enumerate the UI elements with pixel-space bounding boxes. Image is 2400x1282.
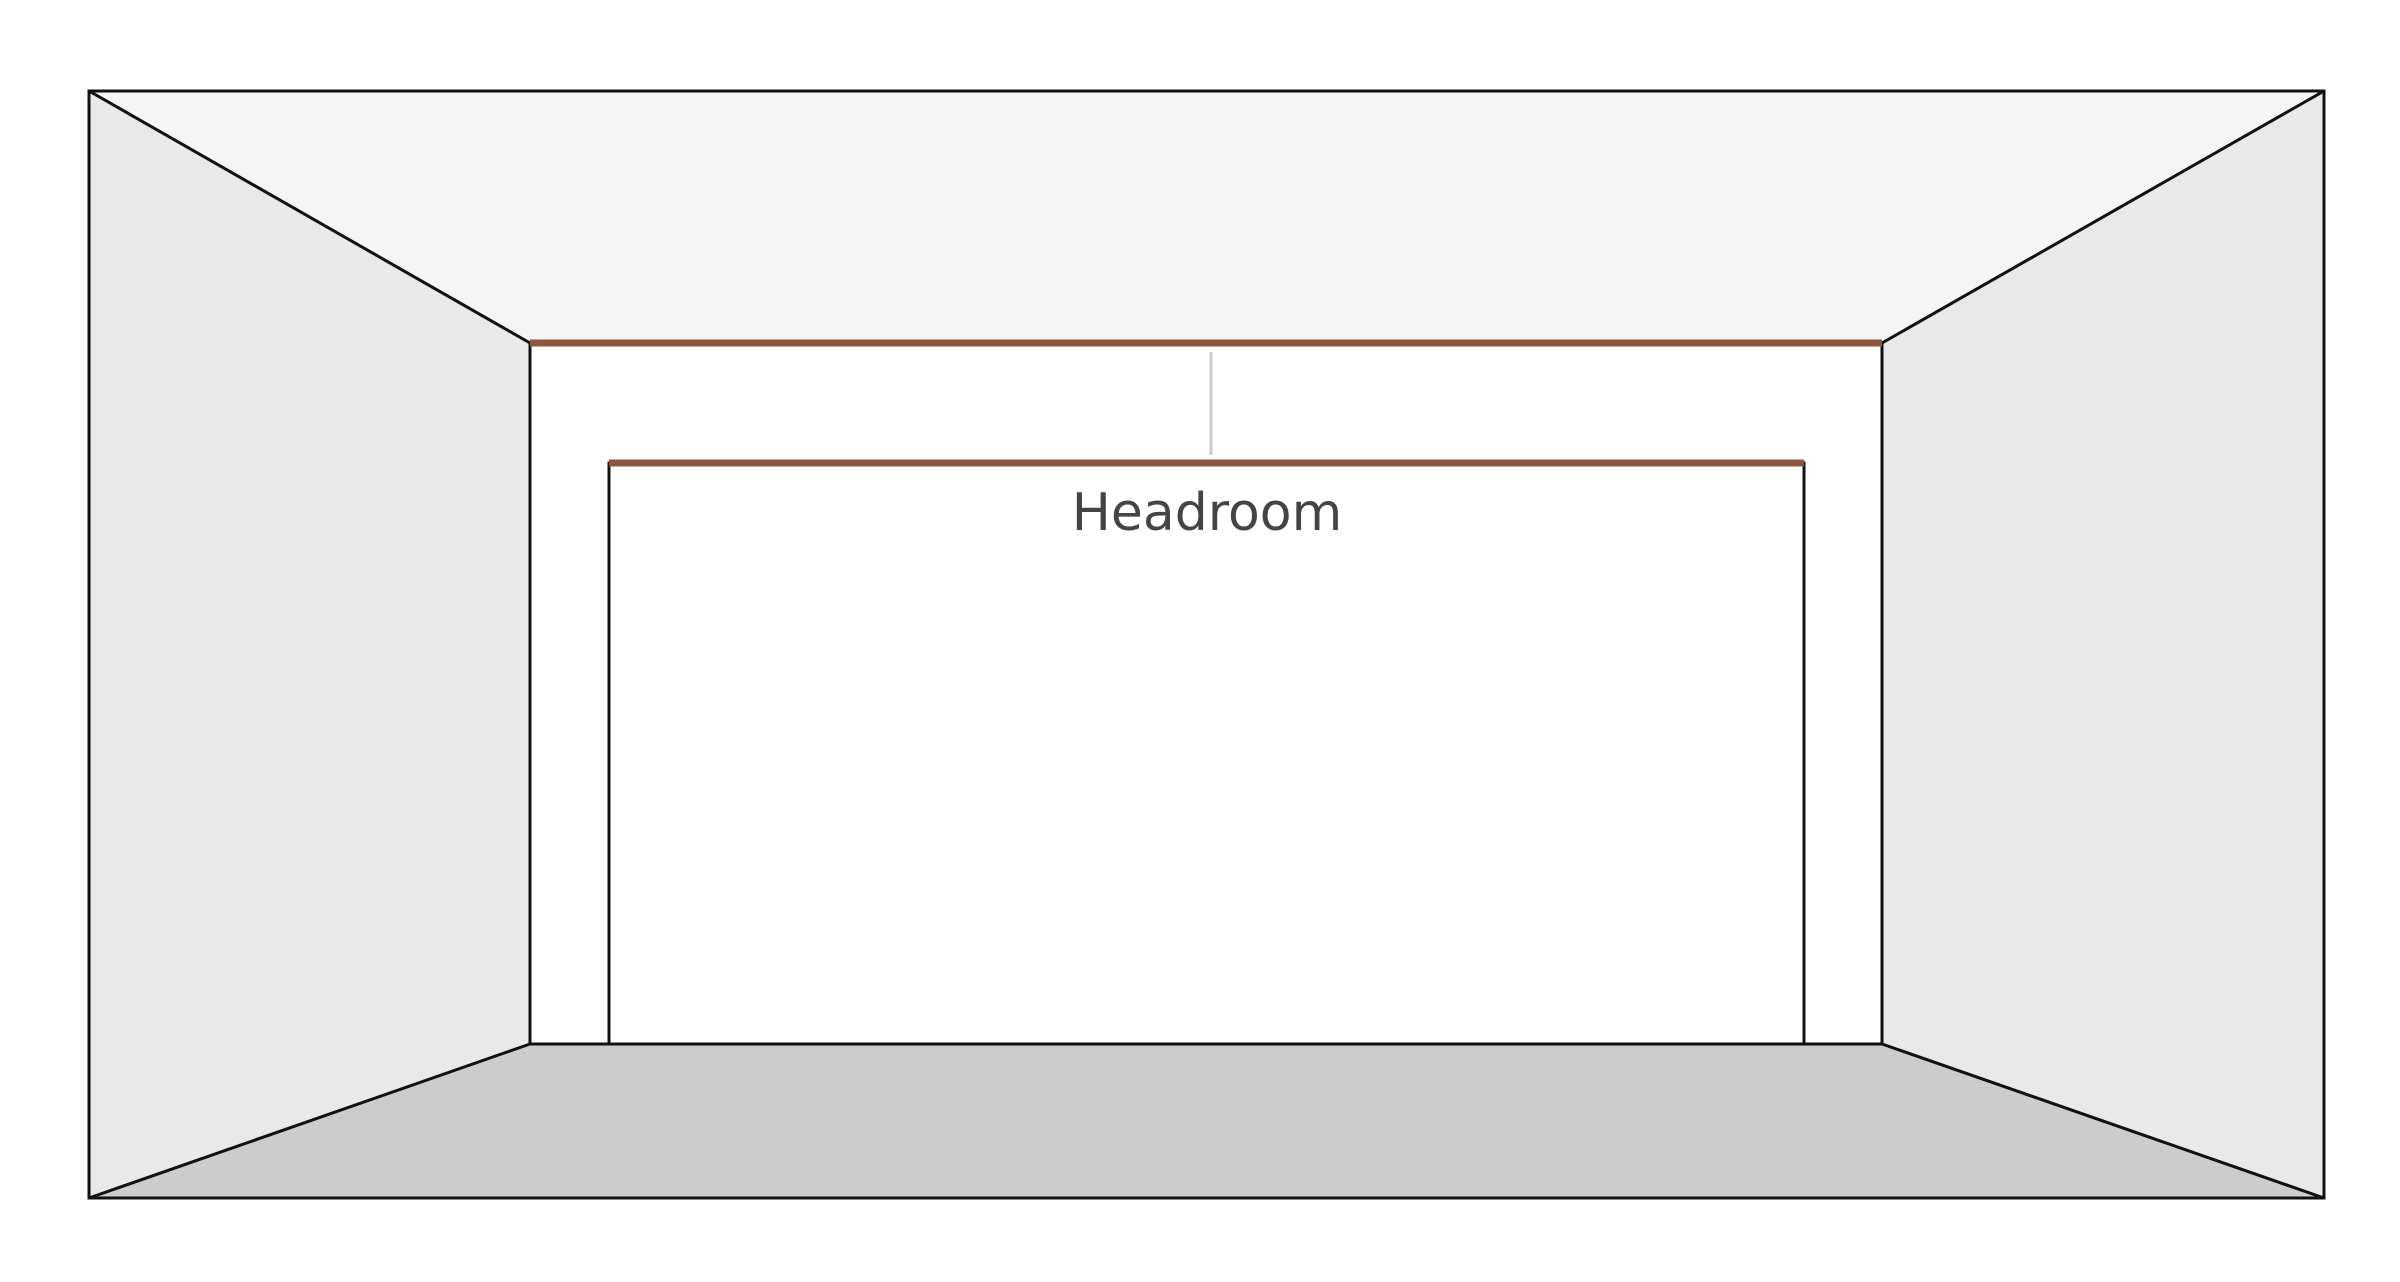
ceiling-surface bbox=[89, 91, 2324, 343]
room-outer-frame bbox=[87, 89, 2326, 1200]
back-wall-surface bbox=[530, 343, 1882, 1044]
right-wall-surface bbox=[1882, 91, 2324, 1198]
headroom-label: Headroom bbox=[1072, 483, 1343, 543]
ceiling-left-corner-edge bbox=[88, 89, 531, 345]
left-wall-surface bbox=[89, 91, 530, 1198]
floor-left-corner-edge bbox=[88, 1042, 531, 1200]
floor-surface bbox=[89, 1044, 2324, 1198]
floor-right-corner-edge bbox=[1881, 1042, 2325, 1200]
ceiling-right-corner-edge bbox=[1881, 89, 2325, 345]
